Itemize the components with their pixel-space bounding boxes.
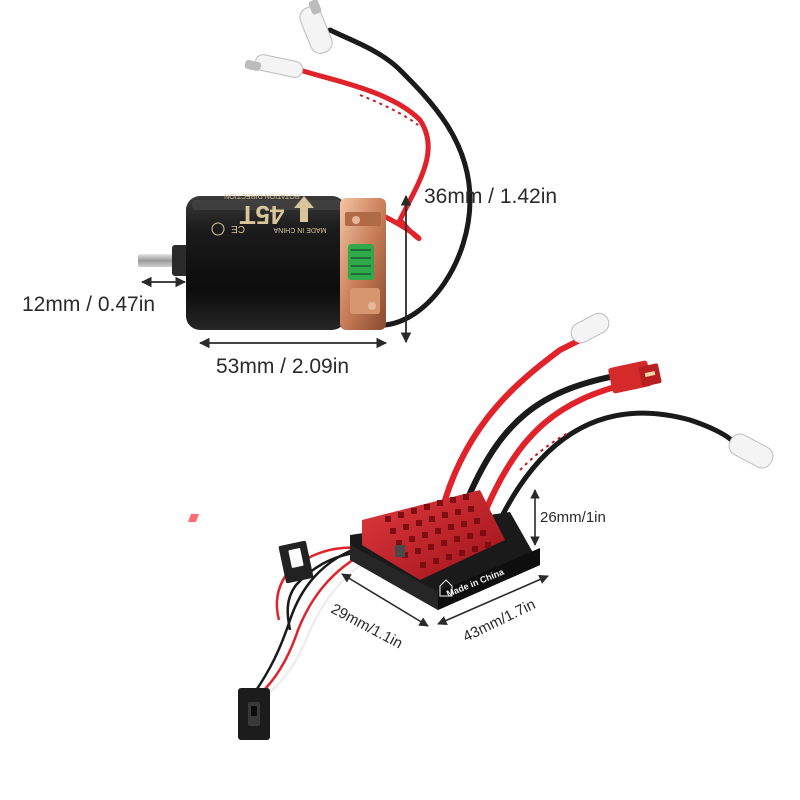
motor-bullet-connector xyxy=(244,0,333,78)
esc-heatsink xyxy=(188,490,505,580)
esc-length-arrow xyxy=(437,575,549,625)
motor-turns-label: 45T xyxy=(239,200,284,230)
motor-diameter-label: 36mm / 1.42in xyxy=(424,185,557,208)
motor: 45T ROTATION DIRECTION MADE IN CHINA CE xyxy=(138,0,473,330)
motor-direction-label: ROTATION DIRECTION xyxy=(224,192,300,199)
motor-wires xyxy=(297,27,473,328)
esc-width-arrow xyxy=(341,573,429,627)
motor-cert-label: CE xyxy=(231,223,245,234)
motor-shaft xyxy=(138,254,183,267)
motor-dimensions: 36mm / 1.42in 12mm / 0.47in 53mm / 2.09i… xyxy=(22,185,557,378)
motor-bushing xyxy=(172,245,188,276)
esc-battery-connector xyxy=(608,360,662,394)
esc-heatsink-fins xyxy=(385,494,491,568)
motor-shaft-label: 12mm / 0.47in xyxy=(22,293,155,316)
motor-length-label: 53mm / 2.09in xyxy=(216,355,349,378)
motor-label: 45T ROTATION DIRECTION xyxy=(224,192,300,230)
esc-width-label: 29mm/1.1in xyxy=(328,601,405,653)
motor-recycle-icon xyxy=(211,222,225,236)
motor-origin-label: MADE IN CHINA xyxy=(273,226,326,233)
esc-length-label: 43mm/1.7in xyxy=(460,596,538,646)
esc-motor-bullet-connector xyxy=(570,312,774,469)
esc-wires xyxy=(442,332,743,523)
motor-can xyxy=(186,196,346,330)
esc-receiver-lead xyxy=(238,540,376,740)
motor-direction-arrow-icon xyxy=(294,196,314,222)
motor-endbell xyxy=(340,198,386,330)
esc-height-label: 26mm/1in xyxy=(540,509,606,526)
